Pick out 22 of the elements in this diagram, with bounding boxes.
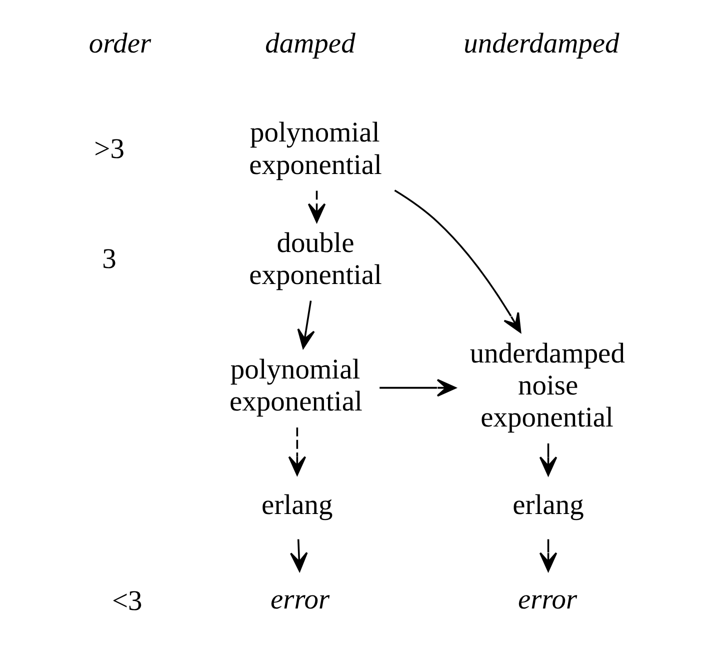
node-text: erlang (261, 490, 332, 521)
label: >3 (94, 134, 124, 165)
label: underdamped (463, 28, 619, 60)
arrow (288, 428, 306, 476)
label: order (88, 28, 151, 60)
node-text: polynomial exponential (229, 354, 362, 418)
arrow (307, 190, 326, 223)
label: 3 (102, 244, 116, 276)
node-text: error (518, 584, 577, 616)
arrow (538, 539, 557, 572)
node-text: polynomial exponential (248, 118, 382, 181)
label: damped (264, 28, 355, 60)
node-text: erlang (512, 490, 584, 521)
label: <3 (111, 586, 142, 618)
arrow (290, 539, 308, 572)
node-text: double exponential (248, 228, 382, 292)
arrow (296, 300, 314, 349)
node-text: underdamped noise exponential (469, 338, 624, 434)
arrow (394, 190, 521, 333)
arrow (538, 443, 557, 476)
node-text: error (270, 584, 330, 616)
arrow (379, 378, 456, 397)
